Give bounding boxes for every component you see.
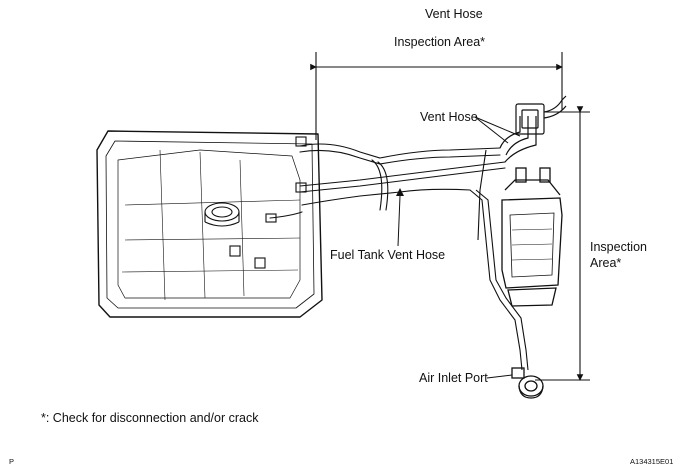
vent-hose-leaders (474, 116, 521, 144)
inspection-area-side-label-line2: Area* (590, 256, 622, 270)
footnote: *: Check for disconnection and/or crack (41, 411, 259, 425)
inspection-area-top-label: Inspection Area* (394, 35, 486, 49)
inspection-area-top-bracket (310, 52, 563, 140)
inspection-area-side-bracket (535, 106, 590, 381)
fuel-pump (204, 136, 307, 269)
figure-id: A134315E01 (630, 457, 674, 466)
charcoal-canister (501, 167, 563, 307)
diagram-title: Vent Hose (425, 7, 483, 21)
vent-hose (499, 95, 567, 163)
air-inlet-line (469, 149, 529, 371)
page-marker: P (9, 457, 15, 466)
fuel-tank-vent-hose-leader (397, 195, 401, 247)
fuel-lines (269, 143, 506, 219)
air-inlet-port (511, 367, 544, 399)
fuel-tank-vent-hose-label: Fuel Tank Vent Hose (330, 248, 446, 262)
air-inlet-port-label: Air Inlet Port (419, 371, 488, 385)
fuel-tank (96, 130, 323, 318)
vent-hose-label: Vent Hose (420, 110, 478, 124)
fuel-tank-vent-hose-arrow (396, 188, 404, 196)
inspection-area-side-label-line1: Inspection (590, 240, 647, 254)
air-inlet-port-leader (486, 374, 513, 379)
